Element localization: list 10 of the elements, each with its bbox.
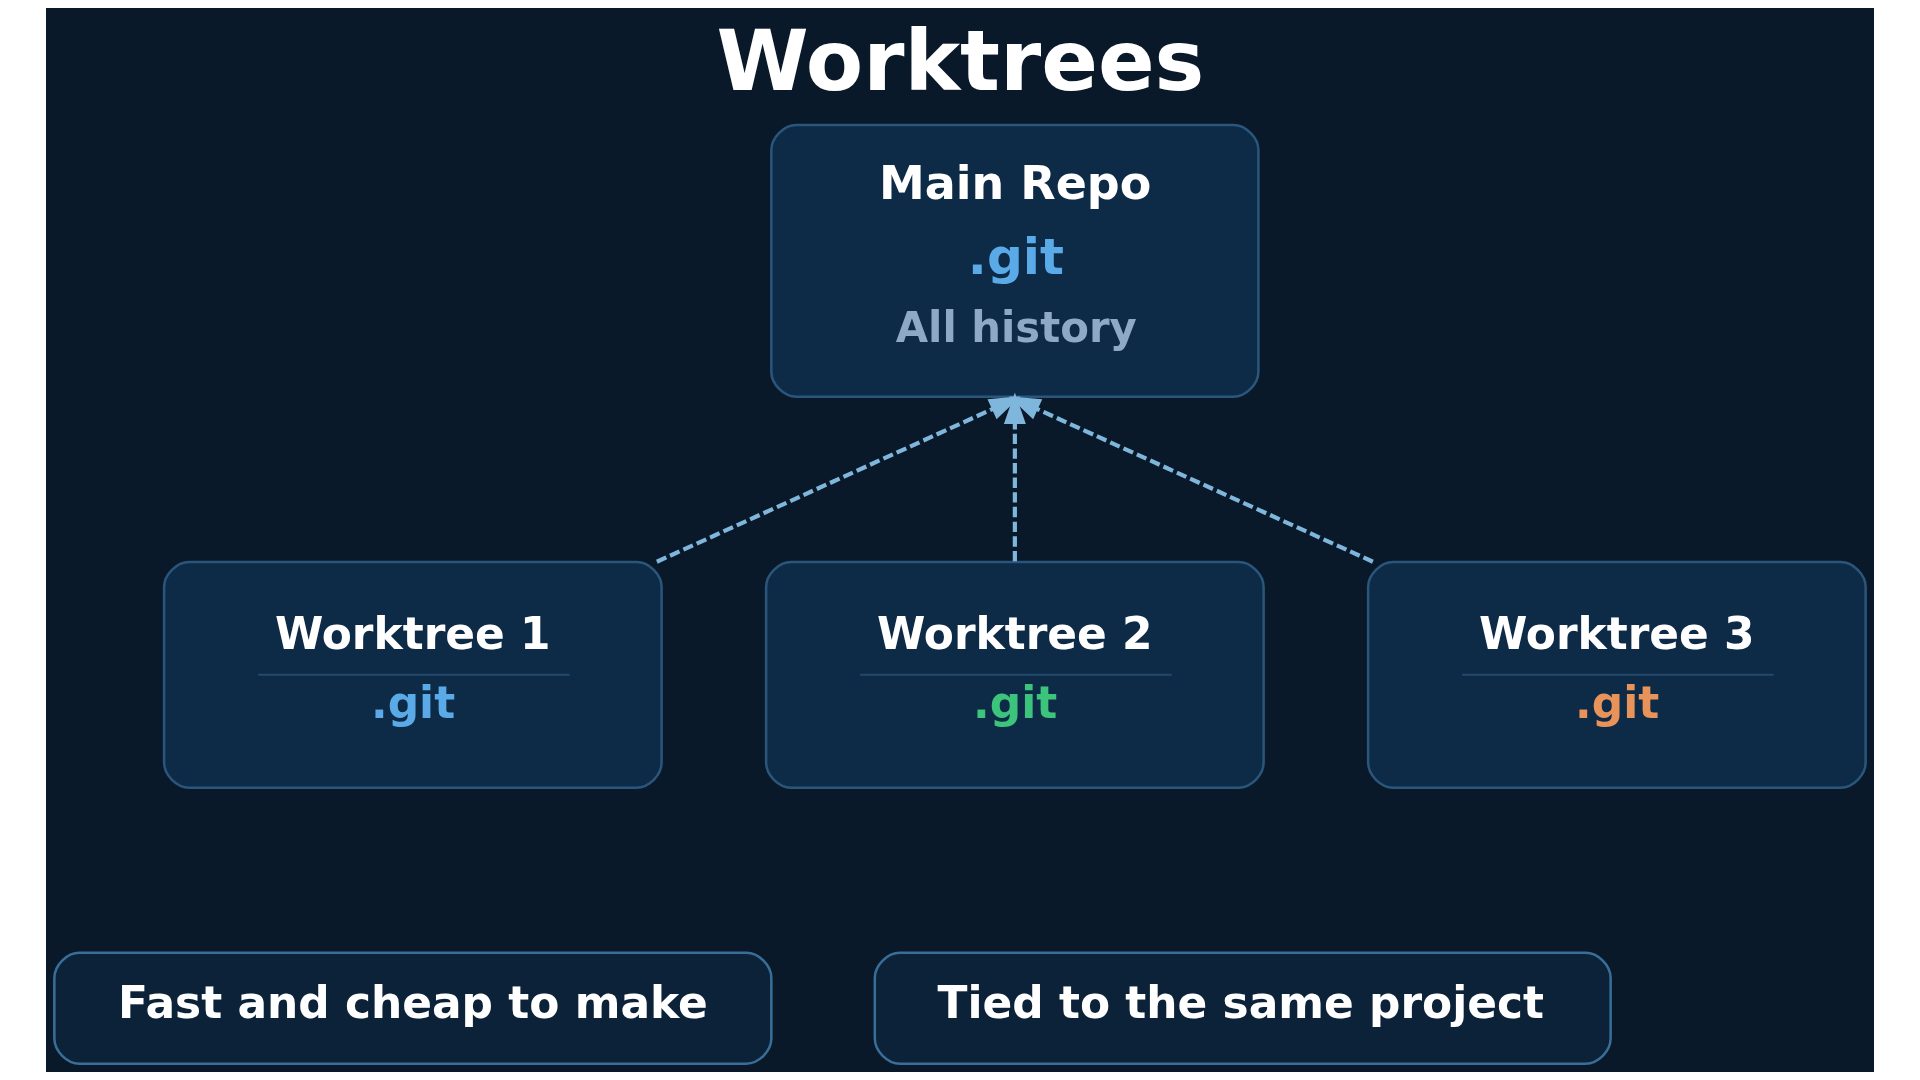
node-box: Worktree 3 .git [1366,560,1867,789]
arrow [1003,392,1026,562]
node-box: Main Repo .git All history [770,123,1260,399]
node-box: Worktree 2 .git [764,560,1265,789]
diagram-title: Worktrees [716,11,1205,110]
node-box: Tied to the same project [873,951,1612,1065]
node-box: Worktree 1 .git [162,560,663,789]
node-box: Fast and cheap to make [53,951,773,1065]
arrow [656,396,1021,564]
arrow [1009,396,1374,564]
